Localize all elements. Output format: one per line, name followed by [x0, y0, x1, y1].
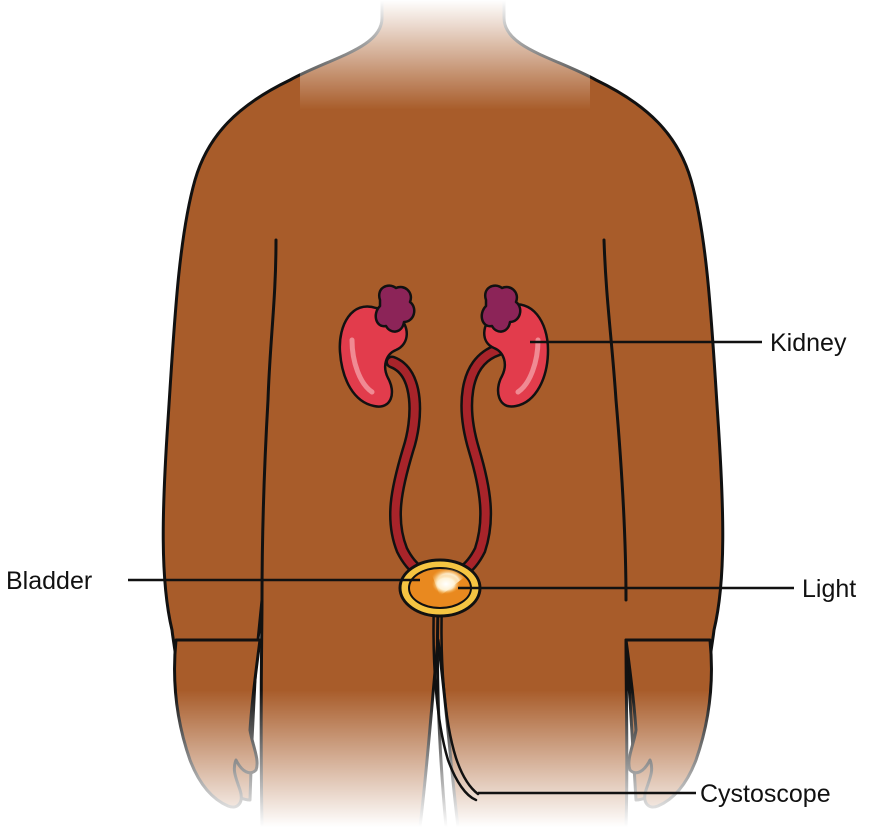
cystoscope-label: Cystoscope: [700, 780, 831, 808]
body-silhouette: [150, 0, 750, 827]
kidney-label: Kidney: [770, 329, 847, 357]
top-fade: [300, 0, 590, 110]
light-label: Light: [802, 575, 856, 603]
bottom-fade: [150, 690, 750, 827]
bladder-label: Bladder: [6, 567, 92, 595]
light-glow: [432, 574, 460, 594]
